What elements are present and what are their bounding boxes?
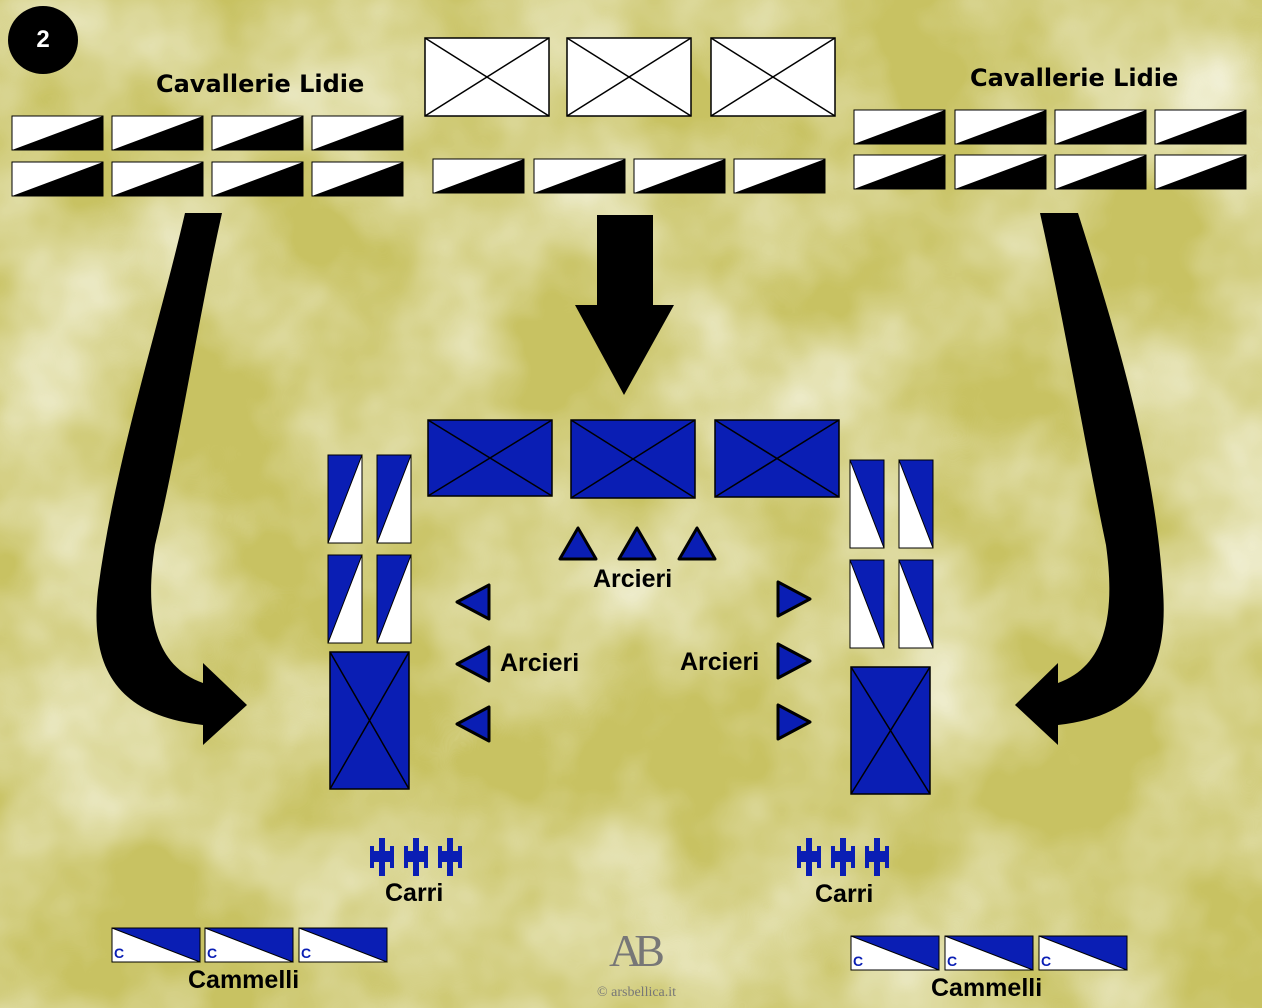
arrow-center: [575, 215, 674, 395]
persian-archers: [455, 526, 812, 743]
arsbellica-logo: AB: [609, 925, 665, 976]
persian-infantry-block: [570, 419, 696, 499]
label-archers-center: Arcieri: [593, 565, 673, 593]
persian-infantry-block: [850, 666, 931, 795]
copyright-credit: © arsbellica.it: [597, 985, 677, 1000]
arrow-left: [96, 213, 248, 745]
label-camels-right: Cammelli: [931, 974, 1043, 1002]
persian-infantry-block: [427, 419, 553, 497]
persian-infantry-block: [329, 651, 410, 790]
persian-infantry-block: [714, 419, 840, 498]
arrow-right: [1015, 213, 1164, 745]
persian-cavalry-unit: [327, 554, 363, 644]
camel-unit: [204, 927, 294, 963]
lydian-infantry-block: [424, 37, 550, 117]
lydian-cavalry-unit: [311, 161, 404, 197]
chariot-icon: [370, 838, 394, 876]
lydian-cavalry-unit: [853, 154, 946, 190]
archer-marker: [455, 645, 491, 683]
lydian-cavalry-unit: [954, 109, 1047, 145]
archer-marker: [776, 642, 812, 680]
label-archers-left: Arcieri: [500, 649, 580, 677]
lydian-infantry: [424, 37, 836, 117]
camel-letter: C: [114, 945, 124, 961]
persian-cavalry-unit: [376, 454, 412, 544]
archer-marker: [677, 526, 717, 561]
lydian-cavalry-unit: [11, 161, 104, 197]
chariot-icon: [831, 838, 855, 876]
archer-marker: [776, 703, 812, 741]
lydian-cavalry-unit: [954, 154, 1047, 190]
persian-cavalry-unit: [898, 459, 934, 549]
persian-chariots: [370, 838, 889, 876]
camel-unit: [944, 935, 1034, 971]
lydian-cavalry-unit: [211, 115, 304, 151]
archer-marker: [776, 580, 812, 618]
camel-letter: C: [301, 945, 311, 961]
lydian-cavalry-unit: [1054, 154, 1147, 190]
chariot-icon: [404, 838, 428, 876]
persian-cavalry-unit: [376, 554, 412, 644]
lydian-cavalry-unit: [11, 115, 104, 151]
archer-marker: [617, 526, 657, 561]
camel-unit: [298, 927, 388, 963]
chariot-group: [797, 838, 889, 876]
persian-cavalry-unit: [849, 559, 885, 649]
lydian-cavalry-unit: [533, 158, 626, 194]
lydian-cavalry-unit: [111, 161, 204, 197]
label-cavalry-left: Cavallerie Lidie: [156, 70, 365, 98]
step-badge: 2: [8, 6, 78, 74]
camel-letter: C: [947, 953, 957, 969]
persian-camels: [111, 927, 1128, 971]
label-chariots-left: Carri: [385, 879, 444, 907]
label-archers-right: Arcieri: [680, 648, 760, 676]
lydian-cavalry-unit: [111, 115, 204, 151]
archer-marker: [455, 583, 491, 621]
lydian-cavalry-unit: [1154, 154, 1247, 190]
persian-infantry: [329, 419, 931, 795]
lydian-cavalry-unit: [1154, 109, 1247, 145]
camel-unit: [1038, 935, 1128, 971]
camel-letter: C: [1041, 953, 1051, 969]
persian-cavalry: [327, 454, 934, 649]
lydian-cavalry-unit: [211, 161, 304, 197]
persian-cavalry-unit: [327, 454, 363, 544]
camel-letter: C: [853, 953, 863, 969]
lydian-infantry-block: [566, 37, 692, 117]
lydian-cavalry-unit: [432, 158, 525, 194]
chariot-icon: [865, 838, 889, 876]
lydian-cavalry-unit: [853, 109, 946, 145]
label-chariots-right: Carri: [815, 880, 874, 908]
step-number: 2: [36, 26, 50, 53]
archer-marker: [558, 526, 598, 561]
persian-cavalry-unit: [849, 459, 885, 549]
label-cavalry-right: Cavallerie Lidie: [970, 64, 1179, 92]
persian-cavalry-unit: [898, 559, 934, 649]
archer-marker: [455, 705, 491, 743]
camel-unit-letters: C C C C C C: [114, 945, 1051, 969]
camel-unit: [111, 927, 201, 963]
lydian-cavalry-unit: [311, 115, 404, 151]
chariot-icon: [438, 838, 462, 876]
camel-unit: [850, 935, 940, 971]
label-camels-left: Cammelli: [188, 966, 300, 994]
chariot-icon: [797, 838, 821, 876]
lydian-infantry-block: [710, 37, 836, 117]
camel-letter: C: [207, 945, 217, 961]
lydian-cavalry-unit: [1054, 109, 1147, 145]
lydian-cavalry-unit: [633, 158, 726, 194]
lydian-cavalry-unit: [733, 158, 826, 194]
lydian-cavalry: [11, 109, 1247, 197]
movement-arrows: [96, 213, 1164, 745]
chariot-group: [370, 838, 462, 876]
